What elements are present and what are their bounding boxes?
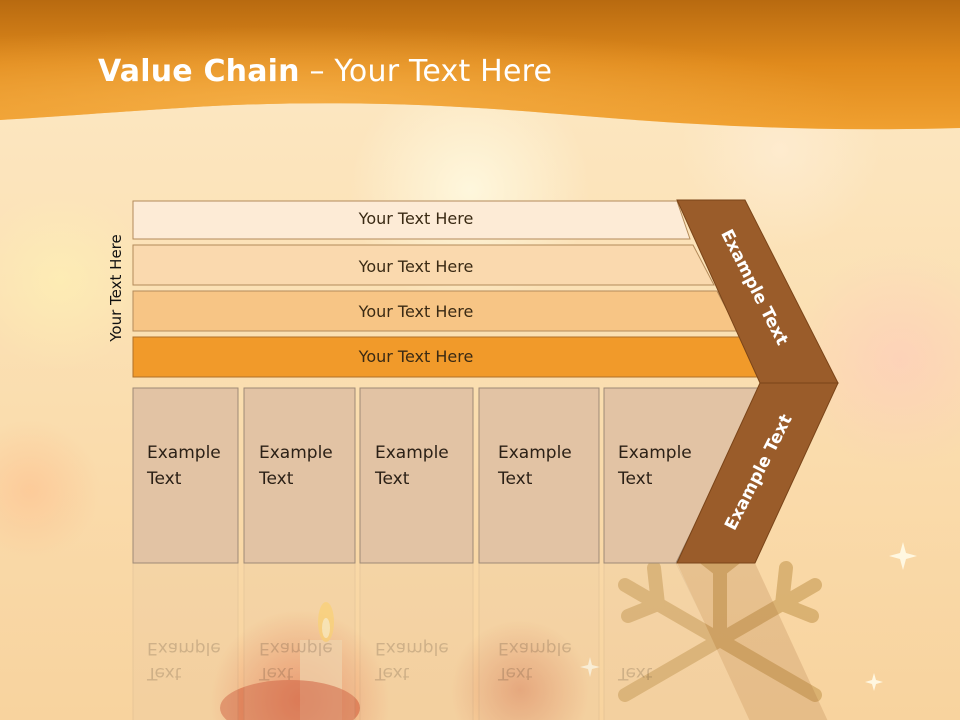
activity-box-2-line2: Text [258, 469, 294, 489]
activity-box-3-line1: Example [375, 443, 449, 463]
svg-text:Text: Text [497, 663, 533, 683]
activity-box-4 [478, 387, 600, 564]
activity-box-5-line1: Example [618, 443, 692, 463]
svg-text:Example: Example [259, 638, 333, 658]
svg-text:Example: Example [498, 638, 572, 658]
page-title: Value Chain – Your Text Here [98, 54, 552, 89]
band-2 [132, 244, 715, 286]
activity-box-4-line1: Example [498, 443, 572, 463]
activity-box-1-line2: Text [146, 469, 182, 489]
activity-box-1 [132, 387, 239, 564]
activity-box-2 [243, 387, 356, 564]
activity-box-4-line2: Text [497, 469, 533, 489]
activity-box-3-line2: Text [374, 469, 410, 489]
candle-icon [220, 602, 360, 720]
svg-text:Example: Example [375, 638, 449, 658]
activity-box-5-line2: Text [617, 469, 653, 489]
activity-box-3 [359, 387, 474, 564]
sparkle-icon [580, 542, 917, 691]
band-3-label: Your Text Here [358, 302, 474, 321]
svg-text:Text: Text [258, 663, 294, 683]
title-rest: – Your Text Here [299, 54, 553, 89]
svg-text:Text: Text [617, 663, 653, 683]
reflection-text: Text Example Text Example Text Example T… [146, 638, 653, 683]
band-4-label: Your Text Here [358, 347, 474, 366]
band-2-label: Your Text Here [358, 257, 474, 276]
svg-text:Example: Example [147, 638, 221, 658]
band-rows: Your Text Here Your Text Here Your Text … [132, 200, 763, 378]
chevron-lower [676, 382, 839, 564]
band-1 [132, 200, 691, 240]
band-1-label: Your Text Here [358, 209, 474, 228]
title-bold: Value Chain [98, 54, 300, 89]
activity-box-1-line1: Example [147, 443, 221, 463]
svg-text:Text: Text [374, 663, 410, 683]
diagram-reflection [132, 562, 828, 720]
activity-boxes: Example Text Example Text Example Text E… [132, 387, 763, 564]
activity-box-2-line1: Example [259, 443, 333, 463]
activity-box-5 [603, 387, 763, 564]
svg-text:Text: Text [146, 663, 182, 683]
